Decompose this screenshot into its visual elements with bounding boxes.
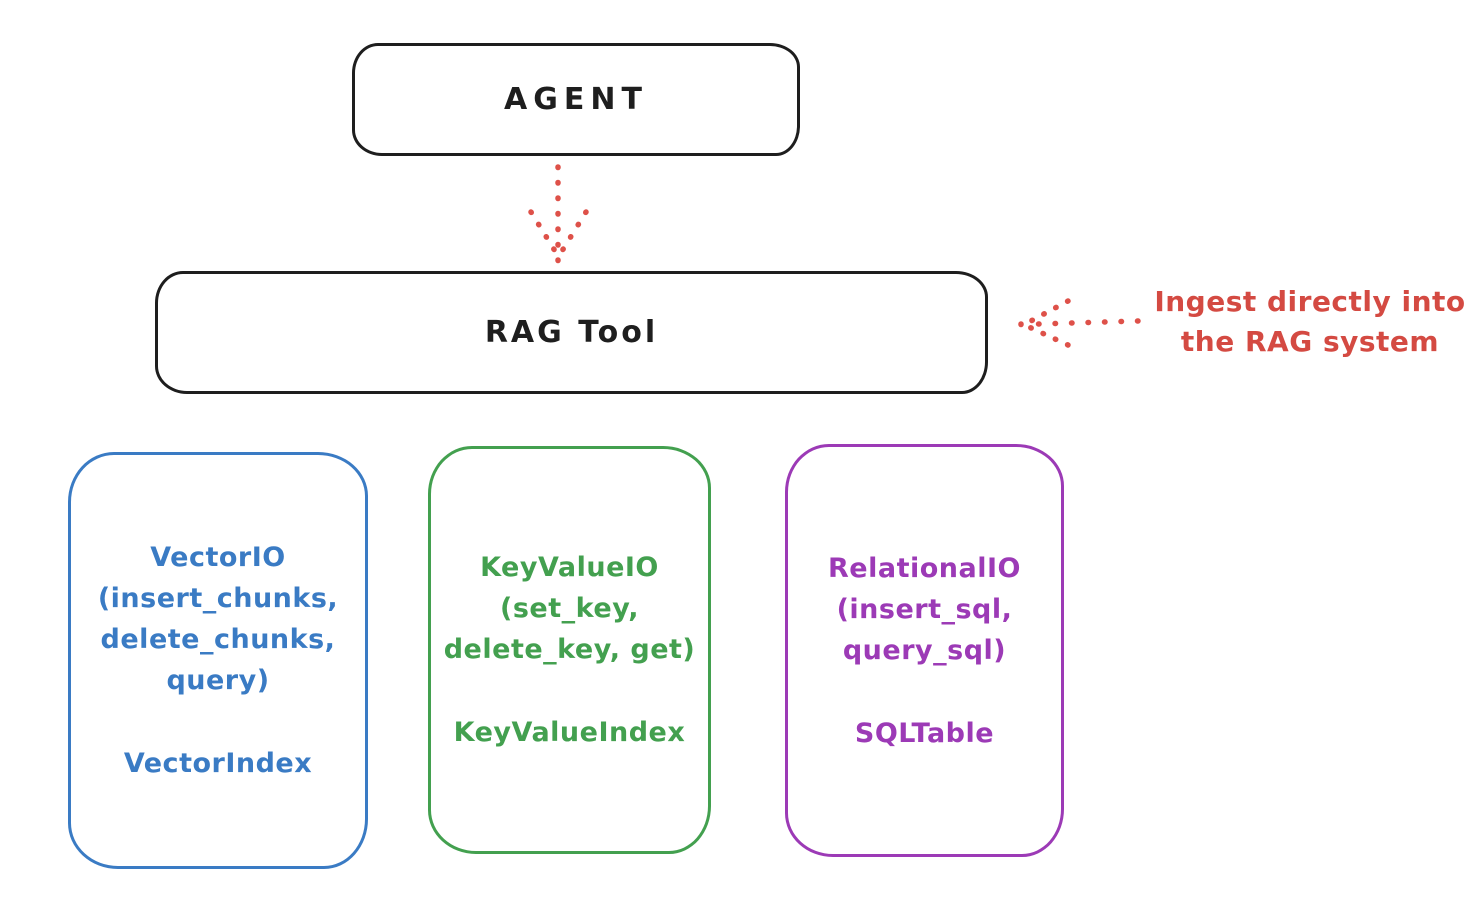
node-text-line: delete_chunks, — [100, 624, 336, 655]
node-text-line: (set_key, — [500, 593, 639, 624]
vector-io-text: VectorIO (insert_chunks, delete_chunks, … — [98, 537, 338, 784]
annotation-line: the RAG system — [1180, 325, 1440, 358]
keyvalue-io-node: KeyValueIO (set_key, delete_key, get) Ke… — [428, 446, 711, 854]
rag-tool-node: RAG Tool — [155, 271, 988, 394]
node-text-line: query_sql) — [842, 634, 1007, 666]
node-text-line: KeyValueIO — [480, 552, 659, 583]
sql-table-label: SQLTable — [854, 717, 995, 749]
node-text-line: RelationalIO — [828, 552, 1021, 584]
keyvalue-io-text: KeyValueIO (set_key, delete_key, get) Ke… — [444, 547, 696, 753]
annotation-line: Ingest directly into — [1154, 285, 1466, 318]
relational-io-text: RelationalIO (insert_sql, query_sql) SQL… — [828, 548, 1021, 754]
keyvalue-index-label: KeyValueIndex — [453, 717, 686, 748]
vector-index-label: VectorIndex — [123, 748, 313, 779]
rag-tool-label: RAG Tool — [484, 315, 659, 350]
agent-label: AGENT — [504, 82, 648, 117]
vector-io-node: VectorIO (insert_chunks, delete_chunks, … — [68, 452, 368, 869]
ingest-annotation-arrow — [1018, 298, 1141, 348]
ingest-annotation: Ingest directly into the RAG system — [1142, 282, 1478, 362]
agent-node: AGENT — [352, 43, 800, 156]
node-text-line: VectorIO — [150, 542, 286, 573]
node-text-line: query) — [166, 665, 270, 696]
agent-to-ragtool-arrow — [528, 164, 589, 264]
node-text-line: (insert_chunks, — [97, 583, 339, 614]
relational-io-node: RelationalIO (insert_sql, query_sql) SQL… — [785, 444, 1064, 857]
node-text-line: delete_key, get) — [443, 634, 696, 665]
node-text-line: (insert_sql, — [836, 593, 1013, 625]
